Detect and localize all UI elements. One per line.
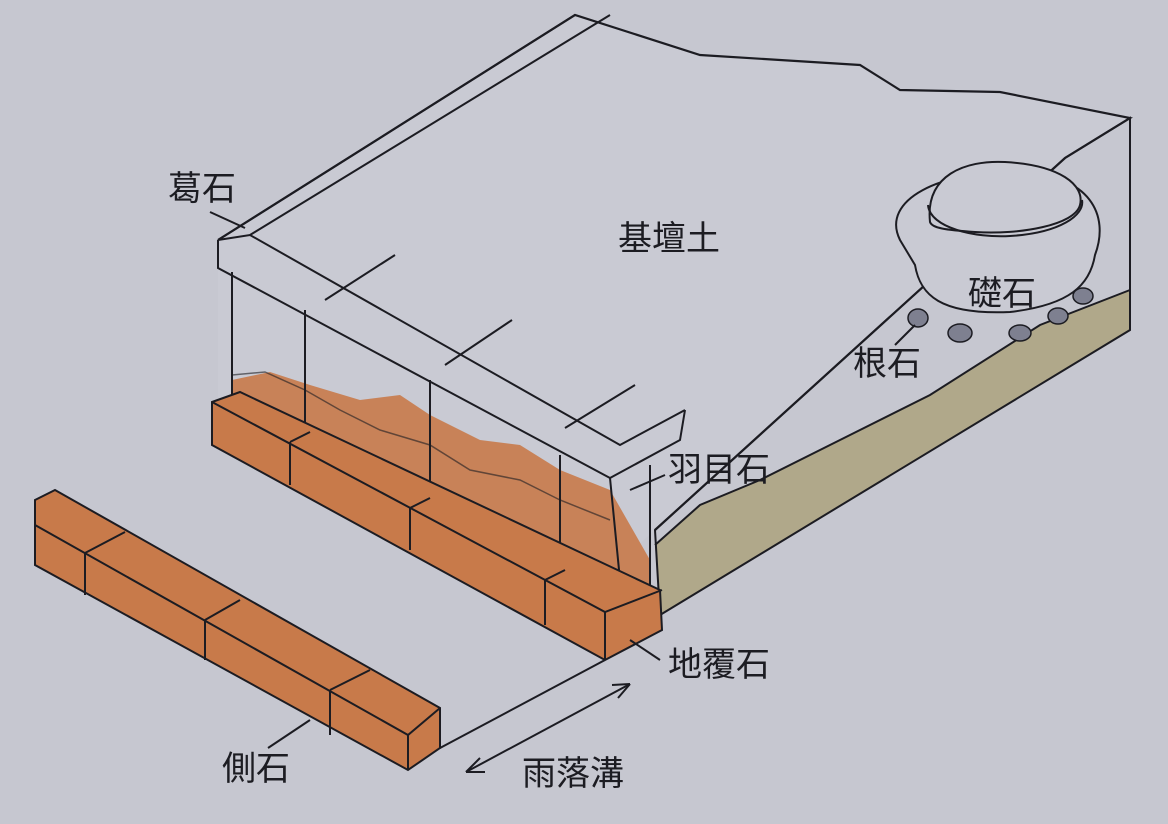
neishi-pebbles	[907, 287, 1094, 343]
label-gawaishi: 側石	[222, 749, 290, 789]
katsuraishi-joints	[324, 254, 636, 429]
jifukuishi	[211, 390, 664, 662]
katsuraishi-strip	[217, 14, 686, 447]
leader-jifukuishi	[629, 639, 661, 661]
gutter-line	[439, 659, 606, 749]
label-katsuraishi: 葛石	[168, 169, 236, 209]
gutter-width-arrow	[465, 683, 631, 773]
soseki-ring	[927, 199, 1084, 238]
leader-neishi	[894, 324, 916, 346]
label-hameishi: 羽目石	[668, 450, 770, 490]
label-jifukuishi: 地覆石	[668, 645, 770, 685]
label-kidando: 基壇土	[618, 219, 720, 259]
leader-gawaishi	[267, 719, 311, 749]
jifukuishi-joints	[289, 431, 606, 660]
soseki-top	[928, 160, 1082, 234]
platform-top-surface	[218, 15, 1130, 615]
hameishi-top-edge	[231, 371, 611, 521]
hameishi-posts	[231, 272, 651, 585]
gawaishi-joints	[84, 531, 409, 770]
soil-section	[655, 290, 1130, 615]
platform-top-outline	[217, 13, 1133, 531]
label-neishi: 根石	[853, 344, 921, 384]
soil-outline	[654, 289, 1131, 546]
leader-hameishi	[629, 474, 666, 491]
label-soseki: 礎石	[968, 274, 1036, 314]
hameishi-brick-fill	[232, 372, 650, 585]
leader-katsuraishi	[209, 211, 246, 229]
label-amaochimizo: 雨落溝	[522, 754, 624, 794]
